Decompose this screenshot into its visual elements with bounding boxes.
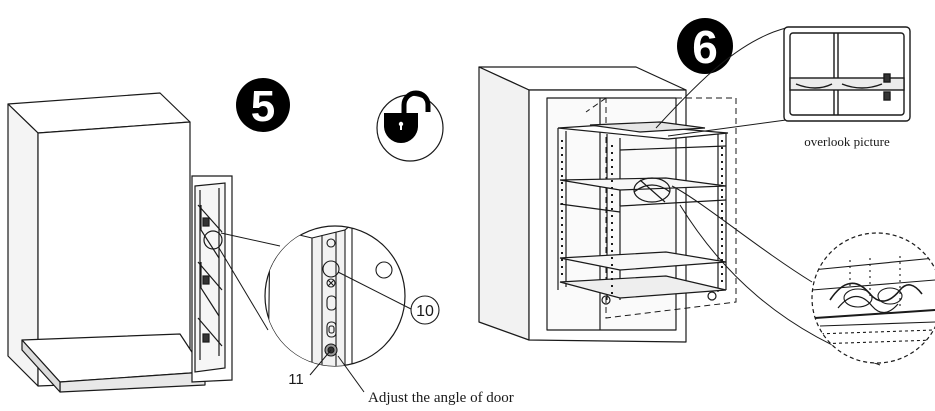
callout-11-label: 11 <box>288 371 304 388</box>
callout-10: 10 <box>410 295 440 325</box>
step6-magnifier <box>811 232 935 364</box>
callout-10-label: 10 <box>416 303 434 320</box>
step5-badge: 5 <box>236 78 290 132</box>
step6-number: 6 <box>692 21 718 73</box>
step6-badge: 6 <box>677 18 733 74</box>
overlook-picture-box <box>783 26 911 122</box>
step5-number: 5 <box>251 82 275 131</box>
overlook-caption: overlook picture <box>804 134 890 149</box>
adjust-door-caption: Adjust the angle of door <box>368 390 514 406</box>
step6-drawer-outline <box>585 97 737 319</box>
step6-drawer-frame <box>557 121 729 305</box>
unlock-padlock-icon <box>376 90 444 162</box>
step5-magnifier <box>264 225 406 367</box>
callout-leaders-5 <box>309 271 412 393</box>
step5-cabinet <box>7 92 206 393</box>
step5-magnifier-leaders <box>218 232 281 331</box>
step5-door-frame <box>191 175 233 383</box>
